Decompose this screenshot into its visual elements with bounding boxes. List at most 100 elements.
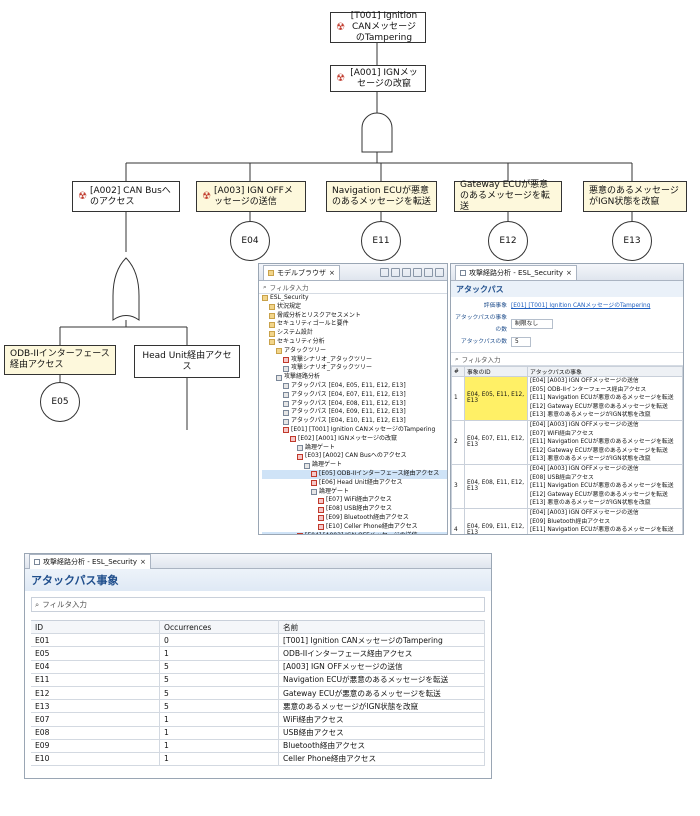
row-number: 3 — [451, 463, 465, 509]
tree-item[interactable]: アタックパス [E04, E09, E11, E12, E13] — [262, 408, 447, 417]
column-header[interactable]: 事象のID — [464, 366, 528, 377]
ign-tamper-node[interactable]: 悪意のあるメッセージがIGN状態を改竄 — [583, 181, 687, 212]
back-icon[interactable] — [402, 267, 411, 277]
event-e04[interactable]: E04 — [230, 221, 270, 261]
tree-item-label: [E05] ODB-IIインターフェース経由アクセス — [319, 469, 440, 477]
obd-node[interactable]: ODB-IIインターフェース経由アクセス — [4, 345, 116, 375]
tree-item[interactable]: [E05] ODB-IIインターフェース経由アクセス — [262, 469, 447, 479]
event-e11[interactable]: E11 — [361, 221, 401, 261]
tree-item-label: [E01] [T001] Ignition CANメッセージのTampering — [291, 425, 436, 433]
tree-item[interactable]: システム設計 — [262, 329, 447, 338]
event-id-cell: E05 — [31, 646, 160, 661]
top-event-node[interactable]: ☢[T001] Ignition CANメッセージのTampering — [330, 11, 426, 43]
column-header[interactable]: ID — [31, 619, 160, 635]
tree-item[interactable]: アタックツリー — [262, 347, 447, 356]
element-icon — [283, 356, 289, 363]
event-e05[interactable]: E05 — [40, 382, 80, 422]
close-icon[interactable]: × — [140, 557, 146, 566]
event-e12[interactable]: E12 — [488, 221, 528, 261]
forward-icon[interactable] — [413, 267, 422, 277]
tree-item[interactable]: アタックパス [E04, E10, E11, E12, E13] — [262, 417, 447, 426]
a001-node[interactable]: ☢[A001] IGNメッセージの改竄 — [330, 65, 426, 92]
tree-item[interactable]: 攻撃シナリオ_アタックツリー — [262, 364, 447, 373]
tree-item-label: [E06] Head Unit経由アクセス — [319, 478, 403, 486]
tree-item[interactable]: 状況規定 — [262, 303, 447, 312]
occurrences-cell: 5 — [159, 673, 279, 687]
column-header[interactable]: # — [451, 366, 465, 377]
gateway-node[interactable]: Gateway ECUが悪意のあるメッセージを転送 — [454, 180, 562, 212]
tree-item[interactable]: セキュリティゴールと要件 — [262, 320, 447, 329]
analysis-filter[interactable]: ⌕ フィルタ入力 — [451, 352, 683, 366]
eval-event-link[interactable]: [E01] [T001] Ignition CANメッセージのTampering — [511, 303, 651, 309]
element-icon — [290, 436, 296, 443]
element-icon — [304, 462, 310, 469]
collapse-icon[interactable] — [380, 267, 389, 277]
a003-node[interactable]: ☢[A003] IGN OFFメッセージの送信 — [196, 181, 306, 212]
tree-item[interactable]: 攻撃シナリオ_アタックツリー — [262, 356, 447, 365]
link-icon[interactable] — [391, 267, 400, 277]
tree-item[interactable]: 論理ゲート — [262, 444, 447, 453]
menu-icon[interactable] — [424, 267, 433, 277]
tree-item[interactable]: ESL_Security — [262, 294, 447, 303]
event-limit-select[interactable]: 制限なし — [511, 319, 553, 329]
path-count-field[interactable]: 5 — [511, 337, 531, 347]
and-gate — [361, 112, 393, 153]
close-icon[interactable]: × — [566, 268, 572, 277]
tree-item-label: セキュリティゴールと要件 — [277, 320, 349, 328]
element-icon — [318, 515, 324, 522]
tree-item[interactable]: [E06] Head Unit経由アクセス — [262, 479, 447, 488]
tree-item[interactable]: [E07] WiFi経由アクセス — [262, 496, 447, 505]
minimize-icon[interactable] — [435, 267, 444, 277]
tree-item-label: 攻撃経路分析 — [284, 373, 321, 381]
tree-item-label: 論理ゲート — [305, 443, 336, 451]
tree-item[interactable]: 攻撃経路分析 — [262, 373, 447, 382]
tree-item[interactable]: [E08] USB経由アクセス — [262, 505, 447, 514]
event-line: [E12] Gateway ECUが悪意のあるメッセージを転送 — [530, 491, 668, 498]
element-icon — [276, 374, 282, 381]
close-icon[interactable]: × — [329, 268, 335, 277]
tree-item[interactable]: 脅威分析とリスクアセスメント — [262, 312, 447, 321]
tree-item[interactable]: [E09] Bluetooth経由アクセス — [262, 514, 447, 523]
tree-item[interactable]: 論理ゲート — [262, 488, 447, 497]
tree-item[interactable]: [E10] Celler Phone経由アクセス — [262, 523, 447, 532]
column-header[interactable]: 名前 — [278, 619, 485, 635]
tree-item[interactable]: アタックパス [E04, E08, E11, E12, E13] — [262, 400, 447, 409]
tree-item[interactable]: アタックパス [E04, E05, E11, E12, E13] — [262, 382, 447, 391]
tree-item[interactable]: [E04] [A003] IGN OFFメッセージの送信 — [262, 531, 447, 534]
navigation-node[interactable]: Navigation ECUが悪意のあるメッセージを転送 — [326, 181, 437, 212]
tab-attack-path-events[interactable]: 攻撃経路分析 - ESL_Security × — [29, 554, 151, 569]
tree-item[interactable]: セキュリティ分析 — [262, 338, 447, 347]
analysis-window: 攻撃経路分析 - ESL_Security × アタックパス 評価事象 [E01… — [450, 263, 684, 535]
model-browser-filter[interactable]: ⌕ フィルタ入力 — [259, 281, 447, 294]
tree-item[interactable]: 論理ゲート — [262, 461, 447, 470]
tree-item[interactable]: [E02] [A001] IGNメッセージの改竄 — [262, 435, 447, 444]
folder-icon — [269, 321, 275, 328]
events-filter-input[interactable]: ⌕ フィルタ入力 — [31, 597, 485, 612]
column-header[interactable]: Occurrences — [159, 619, 279, 635]
a002-node[interactable]: ☢[A002] CAN Busへのアクセス — [72, 181, 180, 212]
event-e13[interactable]: E13 — [612, 221, 652, 261]
tree-item-label: アタックパス [E04, E05, E11, E12, E13] — [291, 381, 406, 389]
tree-item[interactable]: アタックパス [E04, E07, E11, E12, E13] — [262, 391, 447, 400]
tab-model-browser[interactable]: モデルブラウザ × — [263, 264, 340, 280]
column-header[interactable]: アタックパスの事象 — [527, 366, 683, 377]
tab-attack-path-analysis[interactable]: 攻撃経路分析 - ESL_Security × — [455, 264, 577, 280]
head-unit-node[interactable]: Head Unit経由アクセス — [134, 345, 240, 378]
tree-item[interactable]: [E03] [A002] CAN Busへのアクセス — [262, 452, 447, 461]
tree-item[interactable]: [E01] [T001] Ignition CANメッセージのTampering — [262, 426, 447, 435]
